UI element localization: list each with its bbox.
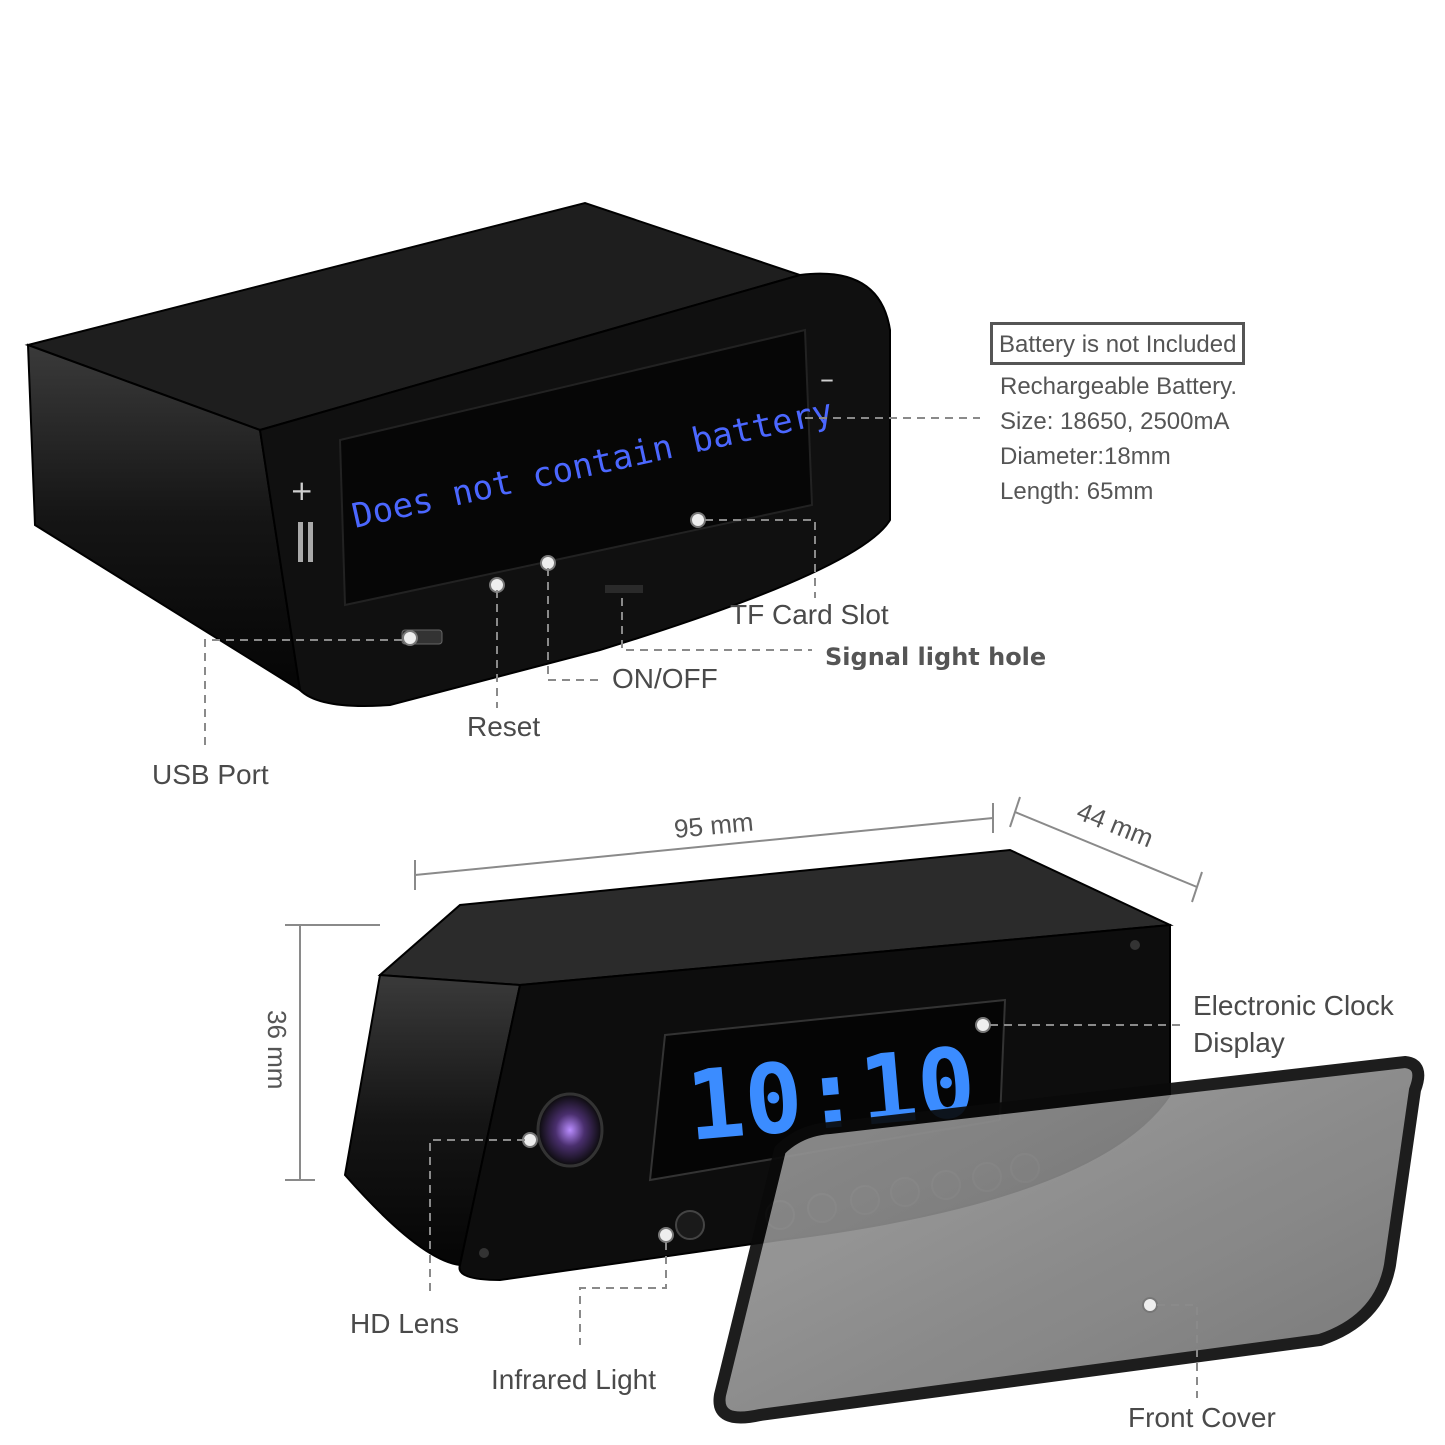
plus-terminal-mark: + bbox=[290, 474, 313, 507]
electronic-clock-label: Electronic Clock bbox=[1193, 990, 1394, 1021]
leader-lines-top bbox=[204, 417, 980, 748]
infrared-light-marker bbox=[658, 1227, 674, 1243]
reset-label: Reset bbox=[467, 711, 541, 742]
tf-card-slot-marker bbox=[690, 512, 706, 528]
leader-lines-bottom bbox=[429, 1024, 1198, 1398]
clock-display-marker bbox=[975, 1017, 991, 1033]
hd-lens-label: HD Lens bbox=[350, 1308, 459, 1339]
hd-lens-marker bbox=[522, 1132, 538, 1148]
depth-dimension: 44 mm bbox=[1073, 796, 1158, 854]
front-cover bbox=[713, 1055, 1425, 1424]
tf-card-slot-label: TF Card Slot bbox=[730, 599, 889, 630]
on-off-label: ON/OFF bbox=[612, 663, 718, 694]
reset-marker bbox=[489, 577, 505, 593]
usb-port-label: USB Port bbox=[152, 759, 269, 790]
display-label: Display bbox=[1193, 1027, 1285, 1058]
infrared-light-label: Infrared Light bbox=[491, 1364, 656, 1395]
battery-spec-2: Size: 18650, 2500mA bbox=[1000, 408, 1230, 435]
usb-port-marker bbox=[402, 630, 418, 646]
width-dimension: 95 mm bbox=[673, 806, 755, 843]
front-cover-label: Front Cover bbox=[1128, 1402, 1276, 1433]
front-cover-marker bbox=[1142, 1297, 1158, 1313]
dimension-lines bbox=[285, 796, 1203, 1181]
battery-not-included-box: Battery is not Included bbox=[990, 322, 1246, 365]
height-dimension: 36 mm bbox=[262, 1010, 292, 1089]
battery-spec-1: Rechargeable Battery. bbox=[1000, 373, 1238, 400]
battery-spec-4: Length: 65mm bbox=[1000, 478, 1154, 505]
hd-lens bbox=[536, 1092, 604, 1168]
on-off-marker bbox=[540, 555, 556, 571]
minus-terminal-mark: – bbox=[820, 362, 834, 395]
signal-light-hole-label: Signal light hole bbox=[825, 643, 1047, 671]
battery-spec-3: Diameter:18mm bbox=[1000, 443, 1171, 470]
battery-compartment bbox=[338, 328, 814, 607]
device-back-view: Does not contain battery + – bbox=[24, 201, 891, 707]
